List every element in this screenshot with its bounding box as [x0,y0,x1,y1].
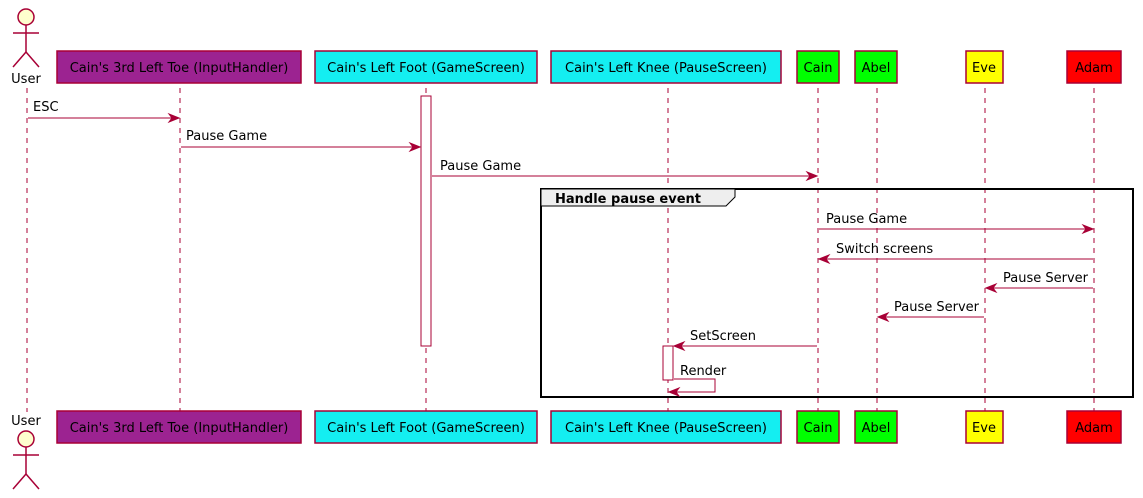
participant-box [796,50,840,84]
arrow-head [805,170,819,182]
participant-label: Cain [804,61,833,76]
participant-box [56,50,302,84]
participant-abel-top[interactable]: Abel [854,50,898,84]
arrow-head [167,112,181,124]
participant-label: User [11,72,41,87]
participant-label: Adam [1075,61,1113,76]
participant-label: Cain's Left Knee (PauseScreen) [565,61,767,76]
participant-eve-top[interactable]: Eve [965,50,1004,84]
participant-box [965,410,1004,444]
arrow-head [1081,223,1095,235]
message-setscreen: SetScreen [672,329,817,352]
participant-box [1066,410,1122,444]
actor-icon [12,430,40,490]
group-frame [540,188,1134,398]
message-label: Pause Game [186,129,267,144]
arrow-head [817,253,831,265]
actor-user-bottom[interactable]: User [11,414,41,490]
activations [420,95,674,381]
arrow-head [984,282,998,294]
group-fragment: Handle pause event [540,188,1134,398]
participant-box [550,50,782,84]
message-pause-game-foot: Pause Game [181,129,422,153]
message-label: Switch screens [836,242,933,257]
participant-label: Cain's Left Foot (GameScreen) [327,61,525,76]
participant-cain-bottom[interactable]: Cain [796,410,840,444]
participant-label: Cain [804,421,833,436]
participant-box [854,50,898,84]
message-label: Pause Server [894,300,980,315]
participant-cain-top[interactable]: Cain [796,50,840,84]
actor-user-top[interactable]: User [11,8,41,87]
arrow-head [408,141,422,153]
message-label: Render [680,364,727,379]
participant-label: User [11,414,41,429]
participant-label: Cain's 3rd Left Toe (InputHandler) [70,421,289,436]
participant-knee-top[interactable]: Cain's Left Knee (PauseScreen) [550,50,782,84]
participant-label: Cain's Left Knee (PauseScreen) [565,421,767,436]
message-label: Pause Server [1003,271,1089,286]
participant-label: Adam [1075,421,1113,436]
participant-adam-bottom[interactable]: Adam [1066,410,1122,444]
participant-box [854,410,898,444]
arrow-head [667,386,681,398]
message-pause-server-abel: Pause Server [876,300,984,323]
message-pause-game-cain: Pause Game [432,159,819,182]
messages: ESC Pause Game Pause Game Pause Game Swi… [28,100,1095,398]
participant-toe-bottom[interactable]: Cain's 3rd Left Toe (InputHandler) [56,410,302,444]
participant-box [314,410,538,444]
participant-box [1066,50,1122,84]
actor-icon [12,8,40,68]
message-arrow [669,378,716,393]
arrow-head [672,340,686,352]
message-label: Pause Game [440,159,521,174]
activation-bar-foot [420,95,432,347]
participant-abel-bottom[interactable]: Abel [854,410,898,444]
message-switch-screens: Switch screens [817,242,1093,265]
participant-box [965,50,1004,84]
message-pause-game-adam: Pause Game [819,212,1095,235]
participants-bottom: User Cain's 3rd Left Toe (InputHandler) … [11,410,1122,490]
participant-label: Eve [972,61,996,76]
participant-label: Abel [862,421,891,436]
message-label: SetScreen [690,329,756,344]
participant-box [550,410,782,444]
participant-box [314,50,538,84]
message-render: Render [667,364,727,398]
participant-foot-top[interactable]: Cain's Left Foot (GameScreen) [314,50,538,84]
message-label: ESC [33,100,59,115]
group-header-tab [540,188,736,207]
participant-label: Cain's Left Foot (GameScreen) [327,421,525,436]
participant-eve-bottom[interactable]: Eve [965,410,1004,444]
participant-foot-bottom[interactable]: Cain's Left Foot (GameScreen) [314,410,538,444]
participant-label: Cain's 3rd Left Toe (InputHandler) [70,61,289,76]
message-esc: ESC [28,100,181,124]
participant-box [796,410,840,444]
participant-box [56,410,302,444]
arrow-head [876,311,890,323]
participant-label: Abel [862,61,891,76]
activation-bar-knee [662,345,674,381]
participant-adam-top[interactable]: Adam [1066,50,1122,84]
message-pause-server-eve: Pause Server [984,271,1093,294]
group-label: Handle pause event [555,192,701,207]
participants-top: User Cain's 3rd Left Toe (InputHandler) … [11,8,1122,87]
participant-label: Eve [972,421,996,436]
participant-toe-top[interactable]: Cain's 3rd Left Toe (InputHandler) [56,50,302,84]
message-label: Pause Game [826,212,907,227]
participant-knee-bottom[interactable]: Cain's Left Knee (PauseScreen) [550,410,782,444]
